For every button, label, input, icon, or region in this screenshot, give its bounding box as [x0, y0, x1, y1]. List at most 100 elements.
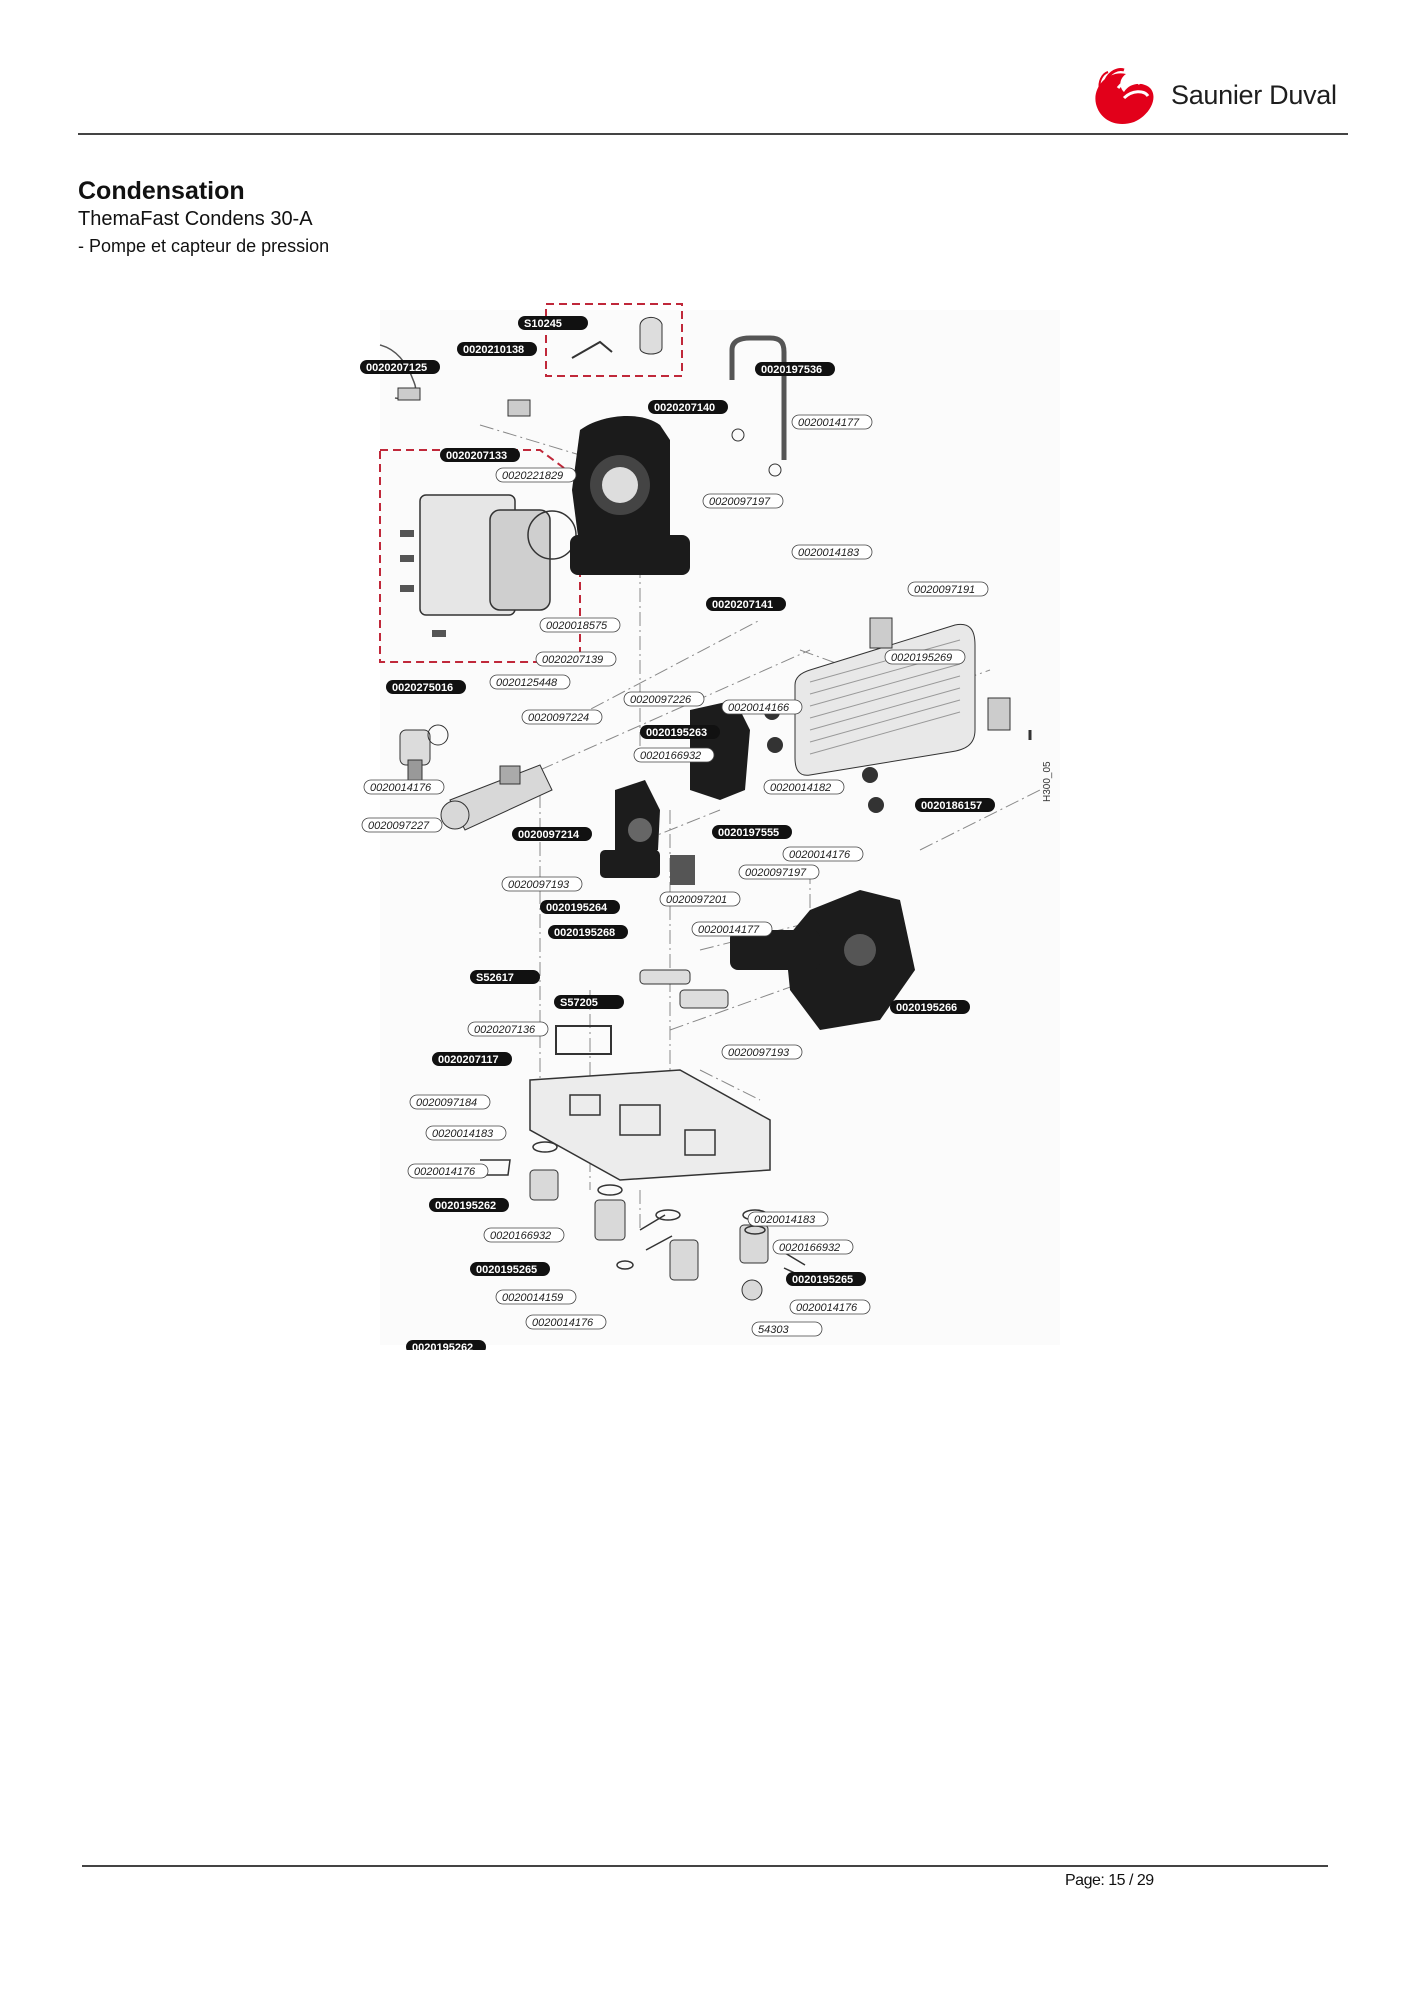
callout-0020197536: 0020197536 — [755, 362, 835, 376]
callout-label: S52617 — [476, 972, 514, 984]
callout-label: 0020097226 — [630, 694, 692, 706]
callout-label: 0020195266 — [896, 1002, 957, 1014]
callout-label: 0020207125 — [366, 362, 427, 374]
callout-label: 0020014176 — [796, 1302, 858, 1314]
callout-0020014176: 0020014176 — [789, 1299, 871, 1315]
callout-0020014183: 0020014183 — [747, 1211, 829, 1227]
callout-label: 0020097193 — [508, 879, 570, 891]
callout-0020097224: 0020097224 — [521, 709, 603, 725]
callout-0020207136: 0020207136 — [467, 1021, 549, 1037]
callout-0020166932: 0020166932 — [772, 1239, 854, 1255]
callout-label: 0020014176 — [532, 1317, 594, 1329]
callout-0020207133: 0020207133 — [440, 448, 520, 462]
brand-name: Saunier Duval — [1171, 80, 1337, 110]
callout-S52617: S52617 — [470, 970, 540, 984]
callout-0020014159: 0020014159 — [495, 1289, 577, 1305]
callout-label: 0020097191 — [914, 584, 975, 596]
drawing-code: H300_05 — [1042, 761, 1053, 802]
callout-label: 0020207139 — [542, 654, 603, 666]
callout-label: S10245 — [524, 318, 562, 330]
air-vent — [571, 317, 663, 359]
callout-label: 0020197536 — [761, 364, 822, 376]
callout-label: 0020014166 — [728, 702, 790, 714]
callout-label: 0020097224 — [528, 712, 589, 724]
callout-label: 0020014182 — [770, 782, 831, 794]
callout-0020014177: 0020014177 — [791, 414, 873, 430]
callout-label: 0020097184 — [416, 1097, 477, 1109]
callout-0020195269: 0020195269 — [884, 649, 966, 665]
callout-label: 0020014183 — [798, 547, 860, 559]
callout-label: 54303 — [758, 1324, 789, 1336]
mounting-plate — [529, 1069, 771, 1181]
callout-label: 0020018575 — [546, 620, 608, 632]
callout-0020207125: 0020207125 — [360, 360, 440, 374]
bottom-fittings — [529, 1169, 769, 1301]
callout-0020014177: 0020014177 — [691, 921, 773, 937]
callout-label: 0020207141 — [712, 599, 773, 611]
callout-0020207140: 0020207140 — [648, 400, 728, 414]
callout-label: 0020097197 — [709, 496, 771, 508]
callout-0020014182: 0020014182 — [763, 779, 845, 795]
callout-label: 0020207133 — [446, 450, 507, 462]
callout-0020166932: 0020166932 — [633, 747, 715, 763]
callout-label: 0020195268 — [554, 927, 615, 939]
callout-label: 0020195265 — [476, 1264, 537, 1276]
callout-0020195262: 0020195262 — [406, 1340, 486, 1354]
callout-0020195262: 0020195262 — [429, 1198, 509, 1212]
callout-0020125448: 0020125448 — [489, 674, 571, 690]
callout-0020014176: 0020014176 — [363, 779, 445, 795]
callout-S10245: S10245 — [518, 316, 588, 330]
callout-label: 0020097214 — [518, 829, 580, 841]
header-divider — [78, 133, 1348, 135]
callout-label: 0020014176 — [789, 849, 851, 861]
callout-0020221829: 0020221829 — [495, 467, 577, 483]
pump-motor — [419, 494, 577, 616]
part-callouts: S10245 0020210138 0020207125 0020197536 0020… — [360, 316, 995, 1354]
callout-label: 0020207117 — [438, 1054, 499, 1066]
footer-divider — [82, 1865, 1328, 1867]
callout-0020097226: 0020097226 — [623, 691, 705, 707]
callout-label: 0020275016 — [392, 682, 453, 694]
callout-0020195268: 0020195268 — [548, 925, 628, 939]
callout-label: 0020125448 — [496, 677, 558, 689]
callout-S57205: S57205 — [554, 995, 624, 1009]
page-title: Condensation — [78, 177, 245, 205]
callout-0020097197: 0020097197 — [738, 864, 820, 880]
callout-0020097193: 0020097193 — [501, 876, 583, 892]
callout-label: 0020166932 — [640, 750, 701, 762]
callout-label: 0020221829 — [502, 470, 563, 482]
callout-0020097201: 0020097201 — [659, 891, 741, 907]
callout-label: 0020207136 — [474, 1024, 536, 1036]
callout-0020018575: 0020018575 — [539, 617, 621, 633]
callout-label: 0020197555 — [718, 827, 779, 839]
callout-label: 0020186157 — [921, 800, 982, 812]
callout-label: 0020195265 — [792, 1274, 853, 1286]
callout-label: 0020014176 — [414, 1166, 476, 1178]
callout-label: 0020195262 — [412, 1342, 473, 1350]
callout-label: 0020166932 — [779, 1242, 840, 1254]
callout-label: 0020207140 — [654, 402, 715, 414]
callout-label: 0020097201 — [666, 894, 727, 906]
cartridge — [440, 764, 553, 831]
callout-label: 0020014183 — [432, 1128, 494, 1140]
callout-label: 0020195262 — [435, 1200, 496, 1212]
callout-0020097227: 0020097227 — [361, 817, 443, 833]
callout-label: 0020166932 — [490, 1230, 551, 1242]
callout-0020207141: 0020207141 — [706, 597, 786, 611]
flame-logo-icon — [1095, 68, 1154, 124]
brackets — [869, 617, 1032, 740]
callout-label: S57205 — [560, 997, 598, 1009]
callout-label: 0020195269 — [891, 652, 952, 664]
callout-label: 0020210138 — [463, 344, 524, 356]
callout-0020014176: 0020014176 — [407, 1163, 489, 1179]
callout-label: 0020097193 — [728, 1047, 790, 1059]
callout-label: 0020014176 — [370, 782, 432, 794]
exploded-view-diagram: S10245 0020210138 0020207125 0020197536 0020… — [340, 290, 1080, 1354]
callout-label: 0020195263 — [646, 727, 707, 739]
callout-0020207117: 0020207117 — [432, 1052, 512, 1066]
pump-housing — [570, 415, 690, 575]
callout-0020195266: 0020195266 — [890, 1000, 970, 1014]
callout-0020014166: 0020014166 — [721, 699, 803, 715]
callout-0020097214: 0020097214 — [512, 827, 592, 841]
callout-label: 0020195264 — [546, 902, 608, 914]
